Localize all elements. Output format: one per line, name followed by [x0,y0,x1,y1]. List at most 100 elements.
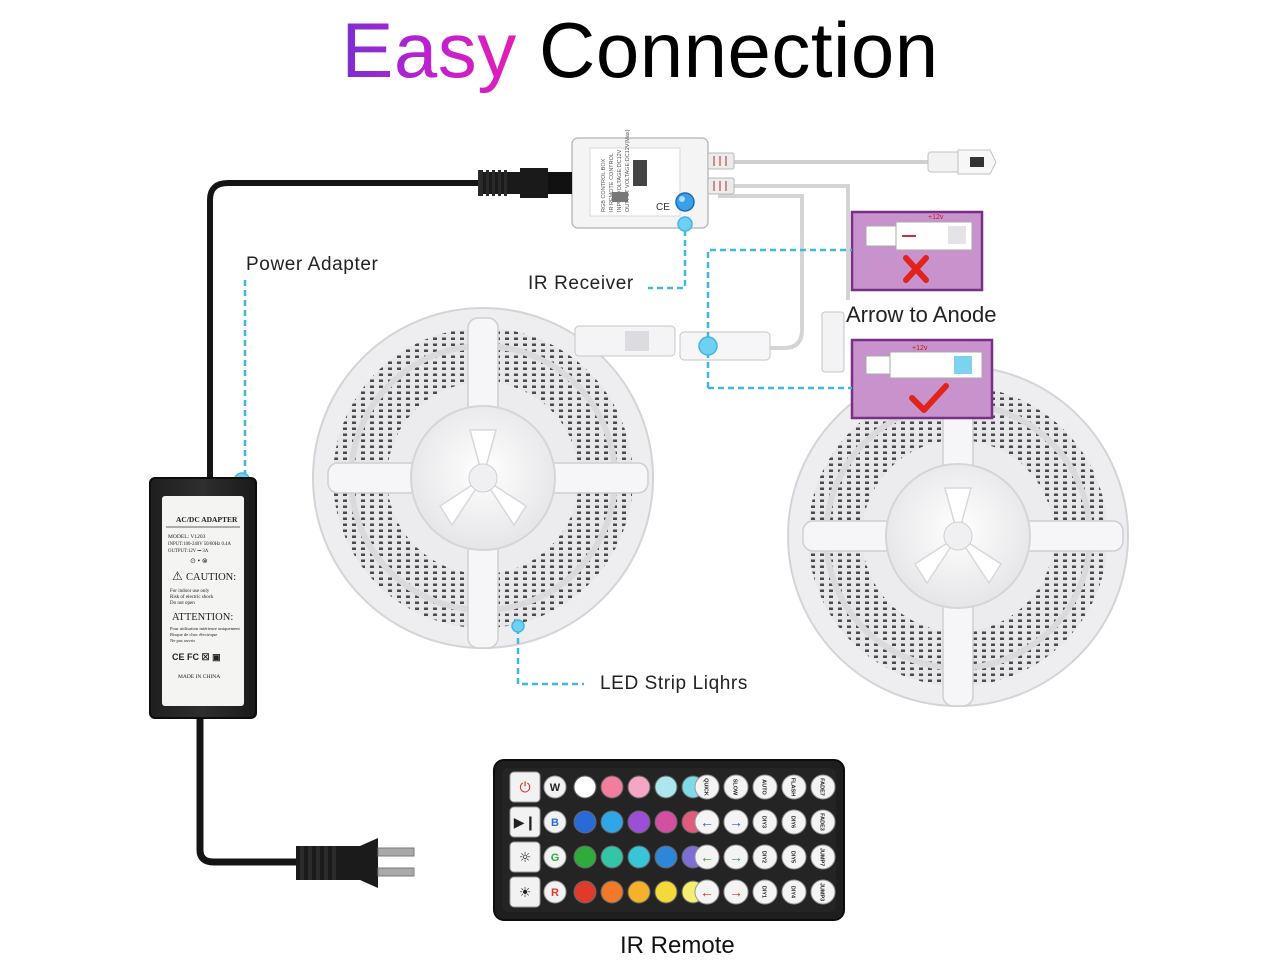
color-button[interactable] [600,775,624,799]
function-button[interactable] [752,879,778,905]
function-button-label: DIY5 [790,851,796,863]
function-button[interactable] [694,809,720,835]
attention-line-3: Ne pas ouvrir [170,638,195,643]
brightness-down-icon: ☀ [519,885,532,901]
color-letter-label: B [551,817,559,829]
function-button-label: DIY4 [790,886,796,899]
color-button[interactable] [573,845,597,869]
function-button-label: → [729,814,743,830]
leader-ir-receiver [648,220,687,290]
color-letter-button[interactable] [543,810,567,834]
power-adapter: AC/DC ADAPTER MODEL: V1203 INPUT:100-240… [149,477,257,719]
function-button-label: JUMP3 [819,883,825,901]
function-button-label: → [729,849,743,865]
function-button[interactable] [723,844,749,870]
adapter-caution: CAUTION: [186,572,236,583]
color-letter-button[interactable] [543,845,567,869]
power-button[interactable] [509,771,541,803]
play-pause-button[interactable] [509,806,541,838]
color-button[interactable] [573,880,597,904]
function-button[interactable] [723,879,749,905]
function-button-label: DIY2 [761,851,767,863]
adapter-attention: ATTENTION: [172,612,233,623]
color-letter-button[interactable] [543,775,567,799]
color-button[interactable] [627,810,651,834]
leader-led-strip [516,628,584,686]
function-button[interactable] [723,809,749,835]
output-wire-2 [718,184,850,300]
function-button[interactable] [810,879,836,905]
power-icon: ⏻ [519,780,530,796]
leader-dot-ir [677,216,693,232]
page-title: Easy Connection [0,4,1280,98]
brightness-down-button[interactable] [509,876,541,908]
brightness-up-button[interactable] [509,841,541,873]
color-button[interactable] [627,845,651,869]
color-button[interactable] [600,810,624,834]
function-button[interactable] [810,844,836,870]
function-button-label: FADE7 [819,778,825,796]
color-button[interactable] [573,775,597,799]
svg-text:⊙ • ⊗: ⊙ • ⊗ [190,557,208,565]
svg-text:⚠: ⚠ [172,569,183,583]
function-button[interactable] [694,774,720,800]
function-button-label: FLASH [790,778,796,796]
color-letter-button[interactable] [543,880,567,904]
color-button[interactable] [627,880,651,904]
label-ir-receiver: IR Receiver [528,273,634,294]
function-button[interactable] [694,879,720,905]
function-button-label: DIY3 [761,816,767,828]
function-button-label: → [729,884,743,900]
color-button[interactable] [654,880,678,904]
function-button[interactable] [810,774,836,800]
function-button[interactable] [752,809,778,835]
color-button[interactable] [627,775,651,799]
caution-line-2: Risk of electric shock [170,595,214,600]
color-button[interactable] [600,880,624,904]
play-pause-icon: ▶❙ [514,815,537,831]
color-letter-label: R [551,887,559,899]
adapter-certs: CE FC ☒ ▣ [172,652,221,662]
function-button[interactable] [781,844,807,870]
dc-cable [207,180,480,480]
color-button[interactable] [600,845,624,869]
adapter-header: AC/DC ADAPTER [176,515,238,524]
callout-correct: +12v [850,338,994,420]
output-wire-3 [718,194,804,350]
function-button-label: JUMP7 [819,848,825,866]
function-button-label: DIY6 [790,816,796,828]
adapter-input: INPUT:100-240V 50/60Hz 0.4A [168,542,231,547]
function-button[interactable] [781,809,807,835]
caution-line-1: For indoor use only [170,589,210,594]
function-button[interactable] [781,879,807,905]
color-button[interactable] [654,845,678,869]
leader-dot-connector [698,336,718,356]
svg-text:+12v: +12v [912,345,928,352]
function-button[interactable] [810,809,836,835]
function-button[interactable] [752,774,778,800]
caution-line-3: Do not open [170,601,195,606]
led-reel-right [787,365,1129,707]
leader-dot-led [511,619,525,633]
controller-text-2: IR REMOTE CONTROL [609,153,615,212]
color-letter-label: W [550,782,561,794]
label-ir-remote: IR Remote [620,932,735,959]
function-button[interactable] [752,844,778,870]
function-button-label: SLOW [732,779,738,796]
adapter-output: OUTPUT:12V ⎓ 3A [168,549,209,554]
function-button-label: FADE3 [819,813,825,831]
function-button[interactable] [723,774,749,800]
title-easy: Easy [341,6,517,94]
function-button[interactable] [781,774,807,800]
adapter-model: MODEL: V1203 [168,534,206,540]
color-button[interactable] [654,810,678,834]
color-button[interactable] [573,810,597,834]
function-button-label: QUICK [703,778,709,796]
color-button[interactable] [654,775,678,799]
brightness-up-icon: ☼ [519,850,532,866]
function-button[interactable] [694,844,720,870]
ac-cable [196,718,300,866]
ir-sensor [675,192,695,212]
